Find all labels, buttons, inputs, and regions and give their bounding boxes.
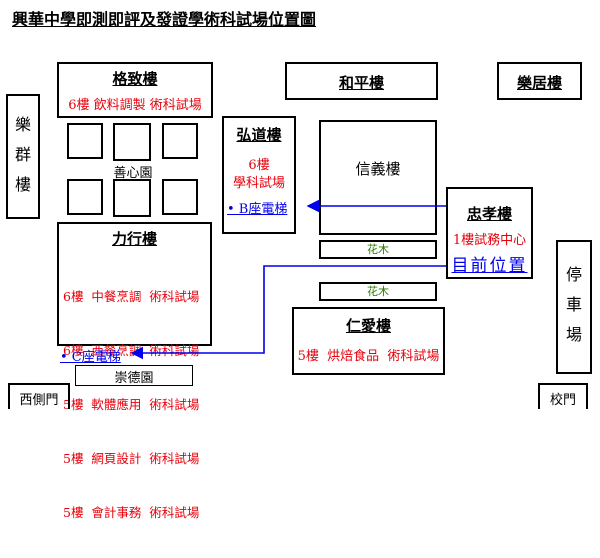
building-lequn-name: 樂群樓 — [14, 115, 31, 194]
lixing-room-5: 5樓 會計事務 術科試場 — [63, 505, 200, 520]
gate-west: 西側門 — [8, 383, 70, 409]
route-to-elevator-c — [130, 265, 446, 360]
building-hongdao-floor: 6樓 — [248, 158, 270, 173]
building-hongdao-name: 弘道樓 — [236, 126, 282, 144]
courtyard-cross-bottom — [113, 179, 151, 217]
lixing-room-2: 6樓 西餐烹調 術科試場 — [63, 343, 200, 358]
building-leju-name: 樂居樓 — [516, 74, 562, 92]
gate-west-label: 西側門 — [19, 393, 59, 408]
building-leju: 樂居樓 — [497, 62, 582, 100]
building-xinyi-name: 信義樓 — [355, 160, 401, 178]
building-gezhi-note: 6樓 飲料調製 術科試場 — [68, 98, 202, 113]
gate-school-label: 校門 — [549, 393, 576, 408]
building-zhongxiao: 忠孝樓 1樓試務中心 目前位置 — [446, 187, 533, 279]
parking-lot: 停車場 — [556, 240, 592, 374]
lixing-room-1: 6樓 中餐烹調 術科試場 — [63, 289, 200, 304]
building-gezhi-name: 格致樓 — [112, 70, 158, 88]
building-zhongxiao-note: 1樓試務中心 — [452, 233, 527, 248]
building-heping: 和平樓 — [285, 62, 438, 100]
map-title: 興華中學即測即評及發證學術科試場位置圖 — [12, 10, 317, 29]
current-location-label: 目前位置 — [451, 256, 528, 276]
area-chongde-label: 崇德園 — [114, 371, 154, 386]
elevator-c-label: • C座電梯 — [60, 350, 121, 365]
area-chongde: 崇德園 — [75, 365, 193, 386]
lixing-room-4: 5樓 網頁設計 術科試場 — [63, 451, 200, 466]
building-hongdao: 弘道樓 6樓 學科試場 • B座電梯 — [222, 116, 296, 234]
area-shanxin-label: 善心園 — [113, 166, 153, 181]
building-renai-name: 仁愛樓 — [345, 317, 391, 335]
courtyard-square-tr — [162, 123, 198, 159]
building-xinyi: 信義樓 — [319, 120, 437, 235]
building-gezhi: 格致樓 6樓 飲料調製 術科試場 — [57, 62, 213, 118]
building-hongdao-note: 學科試場 — [232, 176, 285, 191]
courtyard-square-tl — [67, 123, 103, 159]
building-heping-name: 和平樓 — [338, 74, 384, 92]
courtyard-square-br — [162, 179, 198, 215]
building-renai-note: 5樓 烘焙食品 術科試場 — [297, 349, 440, 364]
lixing-room-3: 5樓 軟體應用 術科試場 — [63, 397, 200, 412]
gate-school: 校門 — [538, 383, 588, 409]
route-arrows — [130, 199, 446, 360]
courtyard-square-bl — [67, 179, 103, 215]
building-lixing-name: 力行樓 — [111, 230, 157, 248]
area-flower-2: 花木 — [319, 282, 437, 301]
building-lequn: 樂群樓 — [6, 94, 40, 219]
elevator-b-label: • B座電梯 — [227, 202, 288, 217]
building-renai: 仁愛樓 5樓 烘焙食品 術科試場 — [292, 307, 445, 375]
area-flower-1: 花木 — [319, 240, 437, 259]
building-zhongxiao-name: 忠孝樓 — [466, 205, 512, 223]
courtyard-cross-top — [113, 123, 151, 161]
parking-lot-name: 停車場 — [565, 265, 582, 344]
